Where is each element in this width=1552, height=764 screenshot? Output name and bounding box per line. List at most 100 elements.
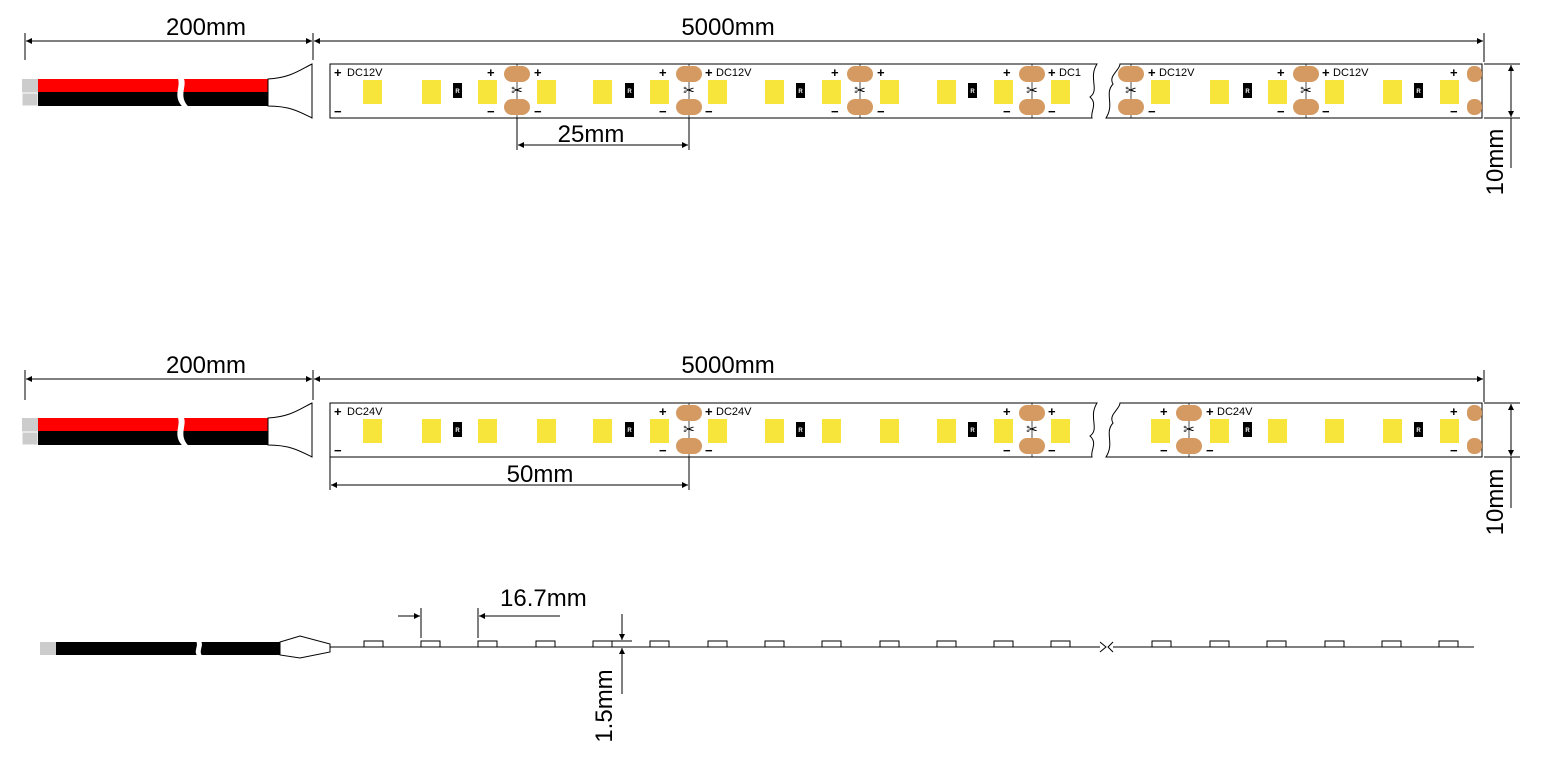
led-chip (1151, 419, 1170, 443)
minus-sign: − (1003, 443, 1011, 458)
voltage-label: DC12V (1159, 67, 1195, 79)
led-profile (993, 640, 1014, 648)
plus-sign: + (334, 404, 342, 419)
led-profile (1438, 640, 1459, 648)
plus-sign: + (1003, 404, 1011, 419)
voltage-label: DC24V (1217, 406, 1253, 418)
minus-sign: − (1206, 443, 1214, 458)
led-chip (880, 80, 899, 104)
side-view: 16.7mm 1.5mm (40, 585, 1474, 743)
led-chip (650, 419, 669, 443)
cut-interval-label: 50mm (507, 461, 574, 488)
plus-sign: + (1450, 404, 1458, 419)
cut-points-24v: ✂ ✂ ✂ (676, 403, 1482, 457)
led-chip (994, 419, 1013, 443)
minus-sign: − (1048, 104, 1056, 119)
svg-text:R: R (1245, 89, 1250, 95)
led-chip (1210, 80, 1229, 104)
led-chip (937, 419, 956, 443)
resistor: R (625, 83, 634, 98)
minus-sign: − (1148, 104, 1156, 119)
led-chip (363, 80, 382, 104)
resistor: R (968, 422, 977, 437)
resistor: R (968, 83, 977, 98)
svg-text:R: R (455, 428, 460, 434)
minus-sign: − (334, 443, 342, 458)
led-profile (649, 640, 670, 648)
resistor: R (1243, 83, 1252, 98)
minus-sign: − (659, 104, 667, 119)
side-led-row (363, 640, 1459, 648)
led-chip (1268, 419, 1287, 443)
end-pads (1467, 405, 1482, 454)
end-pads (1467, 66, 1482, 115)
svg-text:R: R (1416, 428, 1421, 434)
cut-point: ✂ (1019, 64, 1045, 118)
cut-point: ✂ (1293, 64, 1319, 118)
scissors-icon: ✂ (1183, 421, 1195, 437)
scissors-icon: ✂ (683, 421, 695, 437)
strip-24v: 200mm 5000mm (21, 352, 1520, 536)
plus-sign: + (659, 65, 667, 80)
svg-text:R: R (970, 89, 975, 95)
resistor: R (796, 422, 805, 437)
led-chip (537, 80, 556, 104)
led-pitch-label: 16.7mm (500, 585, 587, 612)
led-chip (537, 419, 556, 443)
voltage-label: DC12V (347, 67, 383, 79)
lead-length-dimension: 200mm (24, 352, 314, 400)
led-chip (937, 80, 956, 104)
strip-length-label: 5000mm (681, 14, 774, 41)
led-profile (764, 640, 785, 648)
thickness-dimension: 1.5mm (591, 614, 632, 743)
plus-sign: + (487, 65, 495, 80)
cut-point: ✂ (1118, 64, 1144, 118)
minus-sign: − (1048, 443, 1056, 458)
led-profile (1209, 640, 1230, 648)
plus-sign: + (705, 65, 713, 80)
minus-sign: − (831, 104, 839, 119)
led-profile (1381, 640, 1402, 648)
led-profile (1324, 640, 1345, 648)
lead-wires (21, 402, 313, 458)
plus-sign: + (1206, 404, 1214, 419)
minus-sign: − (1160, 443, 1168, 458)
minus-sign: − (334, 104, 342, 119)
led-chip (593, 419, 612, 443)
led-chip (765, 80, 784, 104)
led-profile (707, 640, 728, 648)
resistor: R (625, 422, 634, 437)
led-chip (1383, 419, 1402, 443)
plus-sign: + (1277, 65, 1285, 80)
svg-text:R: R (455, 89, 460, 95)
plus-sign: + (1450, 65, 1458, 80)
cut-interval-dimension: 50mm (329, 457, 690, 490)
led-chip (880, 419, 899, 443)
resistor: R (1414, 422, 1423, 437)
width-label: 10mm (1482, 469, 1509, 536)
cut-point: ✂ (676, 64, 702, 118)
led-chip (650, 80, 669, 104)
led-chip (1383, 80, 1402, 104)
led-chip (363, 419, 382, 443)
plus-sign: + (877, 65, 885, 80)
plus-sign: + (1322, 65, 1330, 80)
led-profile (477, 640, 498, 648)
minus-sign: − (534, 104, 542, 119)
resistor: R (453, 422, 462, 437)
plus-sign: + (1003, 65, 1011, 80)
strip-length-dimension: 5000mm (314, 352, 1485, 402)
led-chip (422, 80, 441, 104)
scissors-icon: ✂ (1125, 82, 1137, 98)
svg-text:R: R (1416, 89, 1421, 95)
voltage-label: DC12V (716, 67, 752, 79)
minus-sign: − (487, 104, 495, 119)
led-profile (1151, 640, 1172, 648)
lead-length-label: 200mm (166, 352, 246, 379)
minus-sign: − (1450, 443, 1458, 458)
scissors-icon: ✂ (683, 82, 695, 98)
led-chip (708, 80, 727, 104)
plus-sign: + (534, 65, 542, 80)
width-dimension: 10mm (1482, 63, 1520, 195)
